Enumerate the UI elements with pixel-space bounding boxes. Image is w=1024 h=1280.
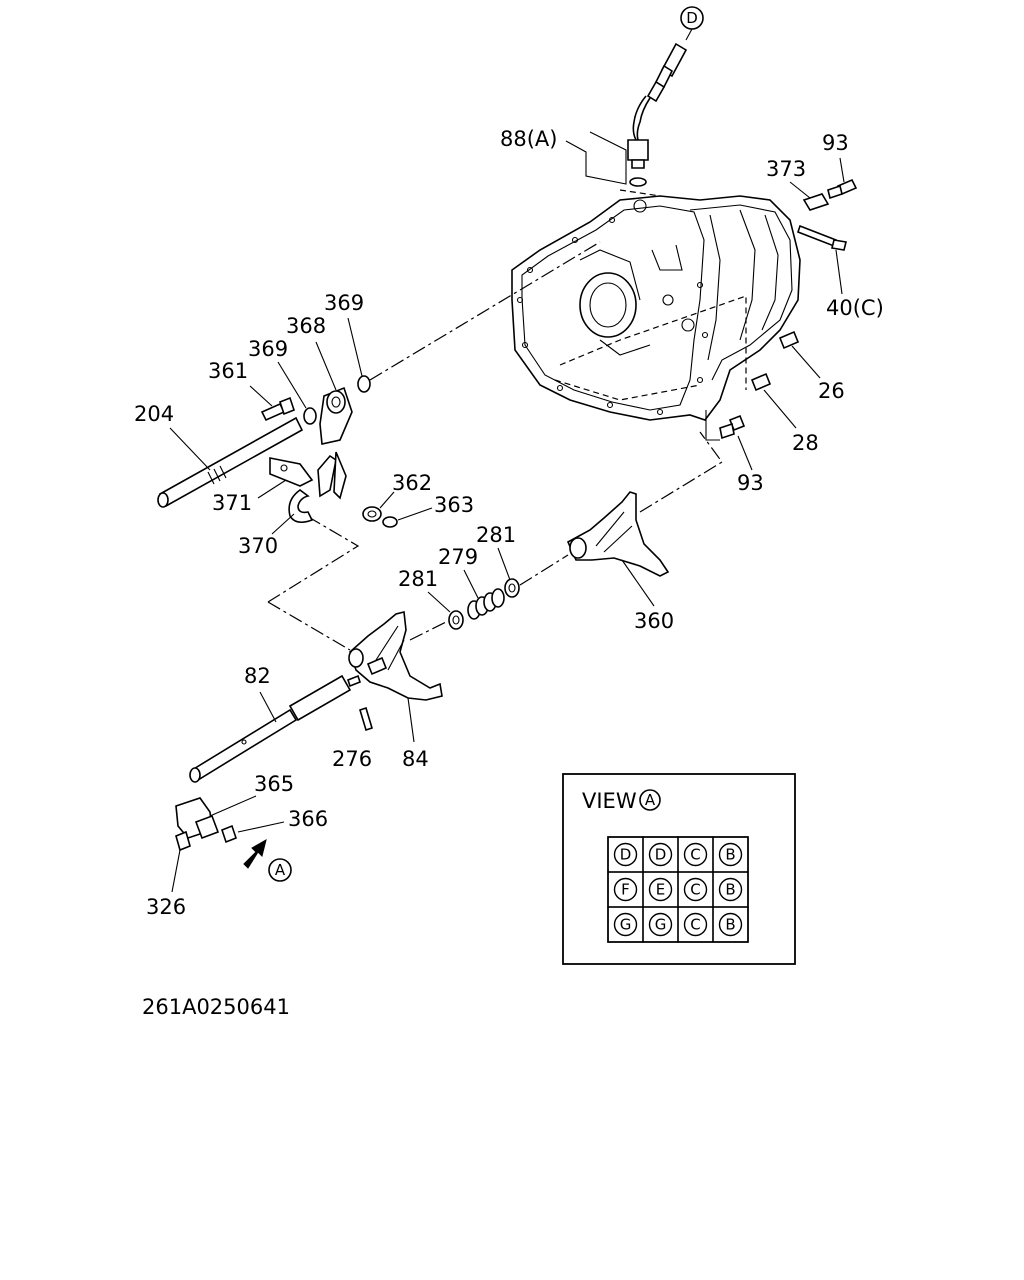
grid-cell-letter: E [656,881,665,899]
grid-cell-letter: G [620,916,632,934]
grid-cell-circle [648,842,673,867]
grid-cell-circle [718,842,743,867]
plug-26: 26 [778,330,845,403]
spring-279: 279 [438,545,505,620]
view-a-panel: VIEW A D D C B F E C B G G C B [562,773,796,965]
grid-cell-circle [718,877,743,902]
pin-276: 276 [332,706,373,771]
lever-371: 371 [212,451,347,515]
sensor-harness [627,42,688,187]
grid-cell-circle [683,912,708,937]
label-40: 40(C) [826,296,884,320]
label-93-top: 93 [822,131,849,155]
part-373: 373 [766,157,830,211]
label-365: 365 [254,772,294,796]
axis-shaft-360 [519,554,569,586]
washer-369-right: 369 [324,291,371,393]
grid-cell-letter: F [621,881,630,899]
fork-84: 84 [347,611,443,771]
label-369-right: 369 [324,291,364,315]
part-40: 40(C) [797,224,884,320]
view-title-tag: A [645,791,656,809]
drawing-number: 261A0250641 [142,995,290,1019]
grid-cell-letter: G [655,916,667,934]
label-368: 368 [286,314,326,338]
label-326: 326 [146,895,186,919]
axis-upper [369,241,601,381]
grid-cell-letter: C [690,846,700,864]
part-326: 326 [146,830,191,919]
label-26: 26 [818,379,845,403]
grid-cell-letter: D [655,846,667,864]
connector-grid: D D C B F E C B G G C B [607,836,749,943]
label-93-bottom: 93 [737,471,764,495]
axis-fork-84 [409,619,451,641]
view-title: VIEW [582,789,637,813]
axis-fork-360 [639,431,723,513]
label-366: 366 [288,807,328,831]
grid-cell-circle [683,877,708,902]
part-365: 365 [175,772,294,840]
connector-D-tag: D [680,6,704,41]
grid-cell-letter: D [620,846,632,864]
shaft-82: 82 [189,664,352,783]
washer-362: 362 [362,471,432,522]
washer-369-left: 369 [248,337,317,425]
label-360: 360 [634,609,674,633]
grid-cell-circle [613,877,638,902]
label-276: 276 [332,747,372,771]
grid-cell-letter: B [725,881,735,899]
label-363: 363 [434,493,474,517]
label-204: 204 [134,402,174,426]
grid-cell-letter: C [690,881,700,899]
label-362: 362 [392,471,432,495]
label-82: 82 [244,664,271,688]
label-84: 84 [402,747,429,771]
label-88: 88(A) [500,127,557,151]
label-281-right: 281 [476,523,516,547]
grid-cell-letter: B [725,846,735,864]
bolt-93-bottom: 93 [705,410,764,495]
axis-lower-link [267,601,351,651]
bolt-93-top: 93 [822,131,858,200]
grid-cell-circle [683,842,708,867]
washer-281-left: 281 [398,567,464,630]
grid-cell [712,906,749,943]
grid-cell-circle [613,912,638,937]
clip-370: 370 [238,489,314,558]
label-361: 361 [208,359,248,383]
grid-cell-circle [648,877,673,902]
plug-28: 28 [750,372,819,455]
washer-281-right: 281 [476,523,520,598]
part-366: 366 [221,807,328,844]
connector-tag-text: D [686,9,698,27]
label-279: 279 [438,545,478,569]
bolt-361: 361 [208,359,295,422]
transmission-case [511,189,801,421]
arrow-view-tag-text: A [275,861,286,879]
label-281-left: 281 [398,567,438,591]
grid-cell-circle [648,912,673,937]
label-371: 371 [212,491,252,515]
label-373: 373 [766,157,806,181]
view-A-arrow: A [243,838,292,882]
label-369-left: 369 [248,337,288,361]
grid-cell-letter: B [725,916,735,934]
shaft-204: 204 [134,402,304,508]
grid-cell-circle [613,842,638,867]
label-28: 28 [792,431,819,455]
axis-lower-left [267,511,360,603]
fork-360: 360 [566,491,674,633]
callout-88: 88(A) [500,127,627,185]
grid-cell-circle [718,912,743,937]
label-370: 370 [238,534,278,558]
grid-cell-letter: C [690,916,700,934]
ring-363: 363 [382,493,474,528]
bracket-368: 368 [286,314,353,445]
